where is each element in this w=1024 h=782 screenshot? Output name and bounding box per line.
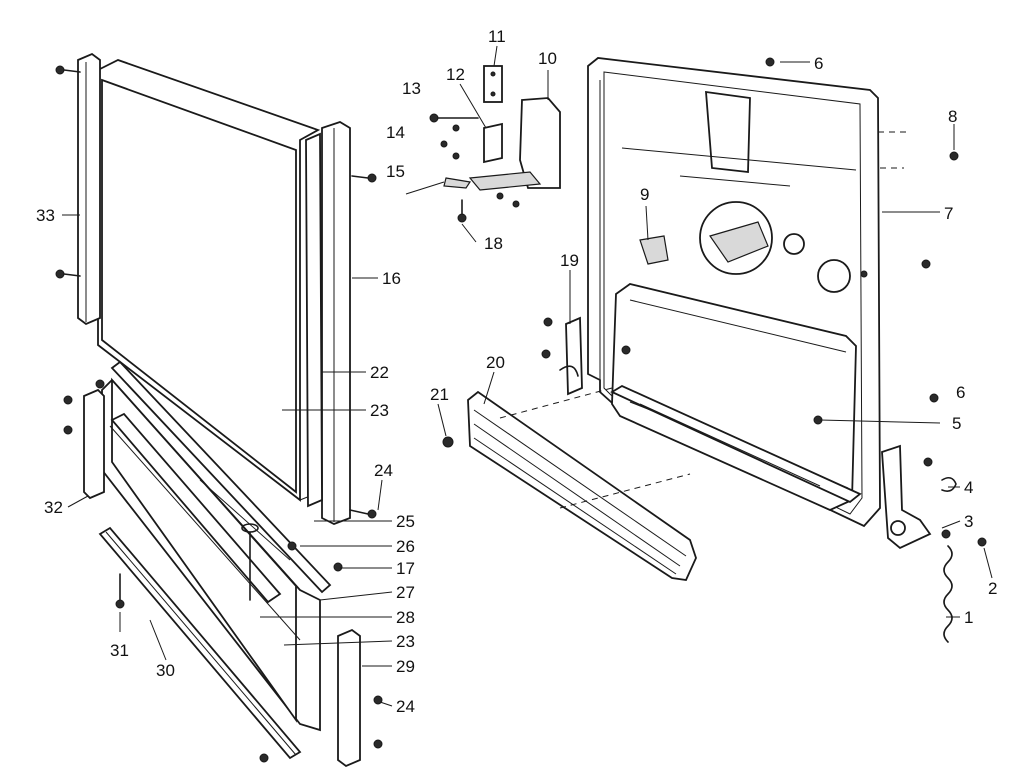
callout-8: 8	[948, 107, 957, 126]
bottom-trim-30	[98, 526, 302, 763]
callout-24-upper: 24	[374, 461, 393, 480]
screws-lower-left	[115, 523, 343, 609]
callout-labels: 1 2 3 4 5 6 6 7 8 9 10 11 12 13 14 15 16…	[36, 27, 997, 716]
callout-17: 17	[396, 559, 415, 578]
left-side-trim-33	[55, 52, 101, 326]
inner-door-liner	[587, 57, 881, 528]
callout-26: 26	[396, 537, 415, 556]
callout-33: 33	[36, 206, 55, 225]
callout-6-top: 6	[814, 54, 823, 73]
callout-13: 13	[402, 79, 421, 98]
liner-bottom-rail	[610, 384, 862, 504]
callout-5: 5	[952, 414, 961, 433]
callout-23-upper: 23	[370, 401, 389, 420]
callout-3: 3	[964, 512, 973, 531]
callout-23-lower: 23	[396, 632, 415, 651]
callout-21: 21	[430, 385, 449, 404]
callout-6-right: 6	[956, 383, 965, 402]
hinge-bracket-32	[63, 379, 105, 500]
callout-30: 30	[156, 661, 175, 680]
right-side-trim-16	[305, 121, 377, 525]
leader-lines	[62, 45, 993, 707]
callout-16: 16	[382, 269, 401, 288]
callout-2: 2	[988, 579, 997, 598]
callout-19: 19	[560, 251, 579, 270]
alignment-lines	[499, 131, 908, 509]
callout-28: 28	[396, 608, 415, 627]
callout-14: 14	[386, 123, 405, 142]
door-front-strip-20	[442, 390, 697, 581]
callout-11: 11	[488, 27, 506, 46]
callout-32: 32	[44, 498, 63, 517]
callout-15: 15	[386, 162, 405, 181]
hinge-hardware-right	[881, 444, 987, 643]
callout-10: 10	[538, 49, 557, 68]
callout-4: 4	[964, 478, 973, 497]
callout-1: 1	[964, 608, 973, 627]
hinge-bracket-19	[541, 316, 583, 396]
screws-right	[765, 57, 959, 403]
callout-31: 31	[110, 641, 129, 660]
callout-20: 20	[486, 353, 505, 372]
callout-29: 29	[396, 657, 415, 676]
callout-9: 9	[640, 185, 649, 204]
callout-12: 12	[446, 65, 465, 84]
callout-25: 25	[396, 512, 415, 531]
outer-door-panel	[97, 59, 321, 502]
side-trim-29	[337, 628, 383, 768]
callout-18: 18	[484, 234, 503, 253]
callout-27: 27	[396, 583, 415, 602]
latch-assembly	[429, 65, 561, 223]
callout-7: 7	[944, 204, 953, 223]
callout-24-lower: 24	[396, 697, 415, 716]
lower-door-panel	[101, 360, 332, 732]
callout-22: 22	[370, 363, 389, 382]
